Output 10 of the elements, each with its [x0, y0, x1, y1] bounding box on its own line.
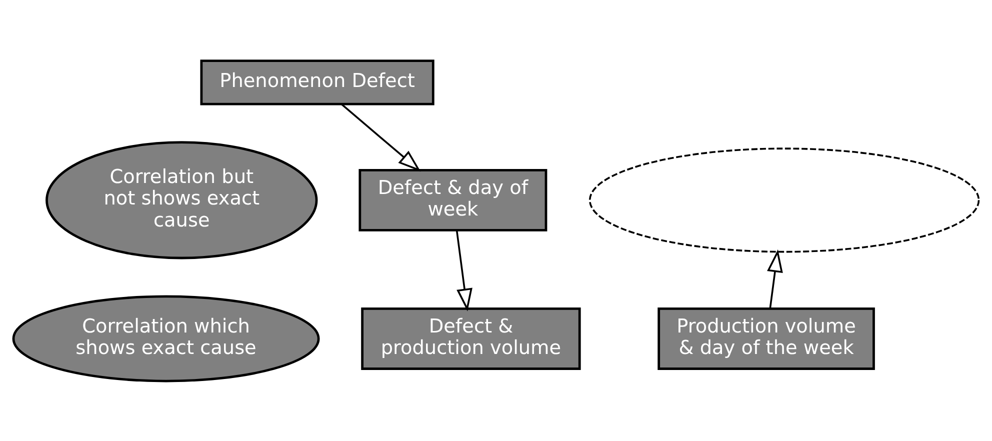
node-box: Production volume & day of the week — [658, 307, 875, 370]
node-box: Defect & production volume — [361, 307, 581, 370]
node-ellipse: Correlation which shows exact cause — [12, 294, 320, 382]
node-box: Phenomenon Defect — [200, 59, 434, 105]
node-ellipse: Correlation but not shows exact cause — [46, 140, 318, 259]
arrow — [340, 103, 421, 172]
node-ellipse — [588, 147, 980, 252]
arrow — [767, 248, 783, 308]
arrow — [456, 230, 472, 311]
node-box: Defect & day of week — [358, 168, 548, 231]
